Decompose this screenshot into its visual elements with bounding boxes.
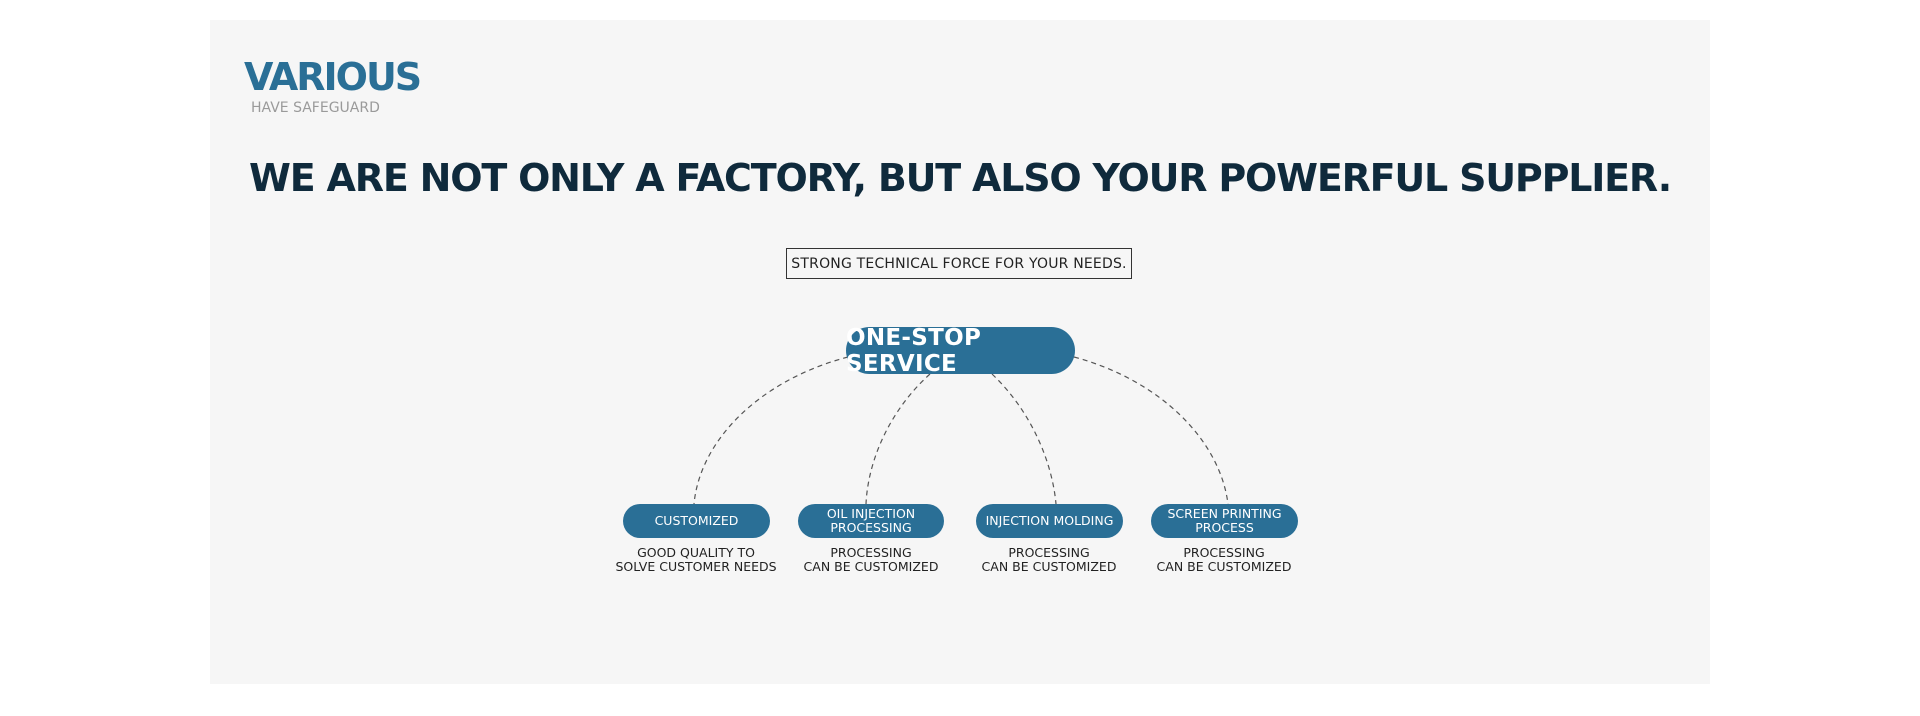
service-desc-line: GOOD QUALITY TO xyxy=(637,545,755,560)
page-headline: WE ARE NOT ONLY A FACTORY, BUT ALSO YOUR… xyxy=(249,156,1672,200)
service-desc-line: PROCESSING xyxy=(830,545,912,560)
service-desc-line: CAN BE CUSTOMIZED xyxy=(803,559,939,574)
service-desc: GOOD QUALITY TO SOLVE CUSTOMER NEEDS xyxy=(611,546,781,574)
tagline-text: STRONG TECHNICAL FORCE FOR YOUR NEEDS. xyxy=(791,255,1127,272)
service-desc: PROCESSING CAN BE CUSTOMIZED xyxy=(1139,546,1309,574)
service-desc: PROCESSING CAN BE CUSTOMIZED xyxy=(964,546,1134,574)
service-desc-line: PROCESSING xyxy=(1183,545,1265,560)
service-oil-injection: OIL INJECTION PROCESSING xyxy=(798,504,944,538)
service-label: INJECTION MOLDING xyxy=(985,513,1114,528)
service-desc-line: PROCESSING xyxy=(1008,545,1090,560)
service-screen-printing: SCREEN PRINTING PROCESS xyxy=(1151,504,1298,538)
tagline-box: STRONG TECHNICAL FORCE FOR YOUR NEEDS. xyxy=(786,248,1132,279)
service-desc: PROCESSING CAN BE CUSTOMIZED xyxy=(786,546,956,574)
service-desc-line: CAN BE CUSTOMIZED xyxy=(981,559,1117,574)
service-label: CUSTOMIZED xyxy=(654,513,739,528)
service-label: OIL INJECTION PROCESSING xyxy=(826,506,916,535)
service-label: SCREEN PRINTING PROCESS xyxy=(1167,506,1282,535)
service-desc-line: CAN BE CUSTOMIZED xyxy=(1156,559,1292,574)
brand-title: VARIOUS xyxy=(244,55,422,99)
service-customized: CUSTOMIZED xyxy=(623,504,770,538)
brand-subtitle: HAVE SAFEGUARD xyxy=(251,100,380,116)
hub-label: ONE-STOP SERVICE xyxy=(846,324,982,377)
service-desc-line: SOLVE CUSTOMER NEEDS xyxy=(615,559,777,574)
service-injection-molding: INJECTION MOLDING xyxy=(976,504,1123,538)
one-stop-service-badge: ONE-STOP SERVICE xyxy=(846,324,1075,377)
